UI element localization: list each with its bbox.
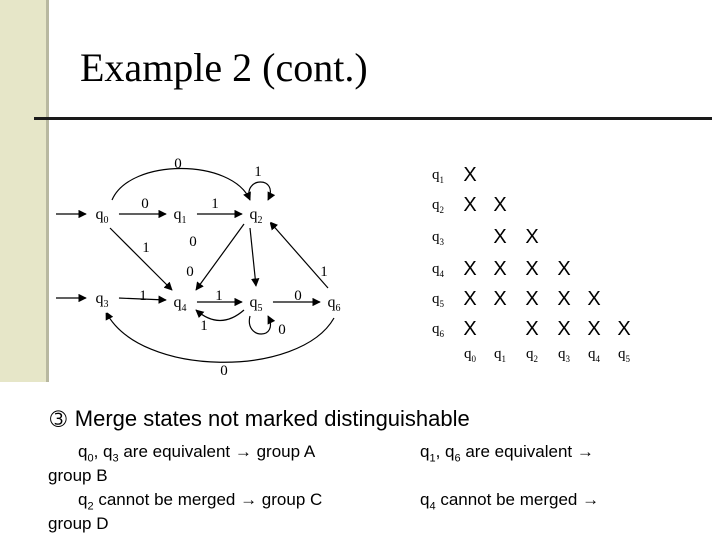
table-col-label-q1: q1 bbox=[494, 346, 506, 364]
transition-label-q4-q5: 1 bbox=[215, 288, 223, 304]
transition-label-q5-q6: 0 bbox=[294, 288, 302, 304]
decorative-side-bar bbox=[0, 0, 46, 382]
transition-q5-q5 bbox=[248, 315, 276, 335]
state-label-q3: q3 bbox=[96, 290, 109, 310]
circled-three-icon: ➂ bbox=[50, 407, 67, 431]
table-mark: X bbox=[525, 318, 538, 340]
transition-label-q2-q2: 1 bbox=[254, 164, 262, 180]
note-group-b: group B bbox=[48, 466, 108, 485]
table-row-label-q1: q1 bbox=[432, 167, 444, 185]
merge-bullet: ➂ Merge states not marked distinguishable bbox=[50, 406, 470, 432]
table-col-label-q3: q3 bbox=[558, 346, 571, 364]
state-label-q6: q6 bbox=[328, 294, 341, 314]
title-divider bbox=[34, 117, 712, 120]
transition-q6-q2 bbox=[269, 221, 329, 289]
note-group-d: group D bbox=[48, 514, 109, 533]
transition-q6-q3 bbox=[105, 311, 335, 363]
table-mark: X bbox=[557, 318, 570, 340]
table-mark: X bbox=[463, 258, 476, 280]
slide-title: Example 2 (cont.) bbox=[80, 45, 368, 90]
transition-label-q5-q4: 1 bbox=[200, 318, 208, 334]
transition-label-q0-q1: 0 bbox=[141, 196, 149, 212]
table-mark: X bbox=[493, 258, 506, 280]
decorative-side-bar-shadow bbox=[46, 0, 49, 382]
state-label-q0: q0 bbox=[96, 206, 109, 226]
transition-edges bbox=[56, 167, 335, 363]
transition-label-q6-q3: 0 bbox=[220, 363, 228, 379]
table-row-label-q6: q6 bbox=[432, 321, 445, 339]
transition-label-q0-q2: 0 bbox=[174, 156, 182, 172]
table-mark: X bbox=[463, 318, 476, 340]
note-q0-q3: q0, q3 are equivalent → group A bbox=[78, 442, 316, 465]
note-q4: q4 cannot be merged → bbox=[420, 490, 600, 513]
table-mark: X bbox=[557, 258, 570, 280]
transition-label-q3-q4: 1 bbox=[139, 288, 147, 304]
table-col-label-q0: q0 bbox=[464, 346, 477, 364]
transition-q3-q4 bbox=[117, 295, 167, 304]
table-mark: X bbox=[617, 318, 630, 340]
table-mark: X bbox=[493, 226, 506, 248]
table-mark: X bbox=[587, 288, 600, 310]
transition-q2-q4 bbox=[195, 223, 245, 291]
state-nodes: q0 q1 q2 q3 q4 q5 q6 bbox=[89, 199, 351, 317]
state-label-q5: q5 bbox=[250, 294, 263, 314]
state-q5 bbox=[243, 287, 273, 317]
table-mark: X bbox=[493, 194, 506, 216]
table-mark: X bbox=[525, 288, 538, 310]
note-q2: q2 cannot be merged → group C bbox=[78, 490, 323, 513]
transition-q0-q2 bbox=[111, 167, 251, 201]
state-label-q4: q4 bbox=[174, 294, 187, 314]
transition-q2-q5 bbox=[249, 227, 260, 287]
transition-label-q1-q2: 1 bbox=[211, 196, 219, 212]
transition-label-q5-q5: 0 bbox=[278, 322, 286, 338]
table-mark: X bbox=[463, 288, 476, 310]
state-q1 bbox=[167, 199, 197, 229]
state-q4 bbox=[167, 287, 197, 317]
table-row-label-q3: q3 bbox=[432, 229, 445, 247]
merge-bullet-text: Merge states not marked distinguishable bbox=[74, 406, 470, 431]
state-label-q1: q1 bbox=[174, 206, 187, 226]
transition-label-q0-q4: 1 bbox=[142, 240, 150, 256]
table-col-label-q5: q5 bbox=[618, 346, 631, 364]
state-q2 bbox=[243, 199, 273, 229]
transition-q2-q2 bbox=[248, 181, 276, 201]
table-mark: X bbox=[557, 288, 570, 310]
state-q6 bbox=[321, 287, 351, 317]
transition-label-q6-q2: 1 bbox=[320, 264, 328, 280]
transition-q5-q4 bbox=[195, 309, 245, 322]
table-row-label-q5: q5 bbox=[432, 291, 445, 309]
table-mark: X bbox=[525, 226, 538, 248]
table-row-label-q2: q2 bbox=[432, 197, 444, 215]
state-label-q2: q2 bbox=[250, 206, 263, 226]
transition-q0-q4 bbox=[109, 227, 173, 291]
table-col-label-q2: q2 bbox=[526, 346, 538, 364]
table-mark: X bbox=[587, 318, 600, 340]
table-mark: X bbox=[463, 164, 476, 186]
table-col-label-q4: q4 bbox=[588, 346, 601, 364]
state-q0 bbox=[89, 199, 119, 229]
table-mark: X bbox=[525, 258, 538, 280]
transition-label-q2-q5: 0 bbox=[186, 264, 194, 280]
state-q3 bbox=[89, 283, 119, 313]
table-row-label-q4: q4 bbox=[432, 261, 445, 279]
transition-label-q2-q4: 0 bbox=[189, 234, 197, 250]
table-mark: X bbox=[493, 288, 506, 310]
table-mark: X bbox=[463, 194, 476, 216]
note-q1-q6: q1, q6 are equivalent → bbox=[420, 442, 594, 465]
